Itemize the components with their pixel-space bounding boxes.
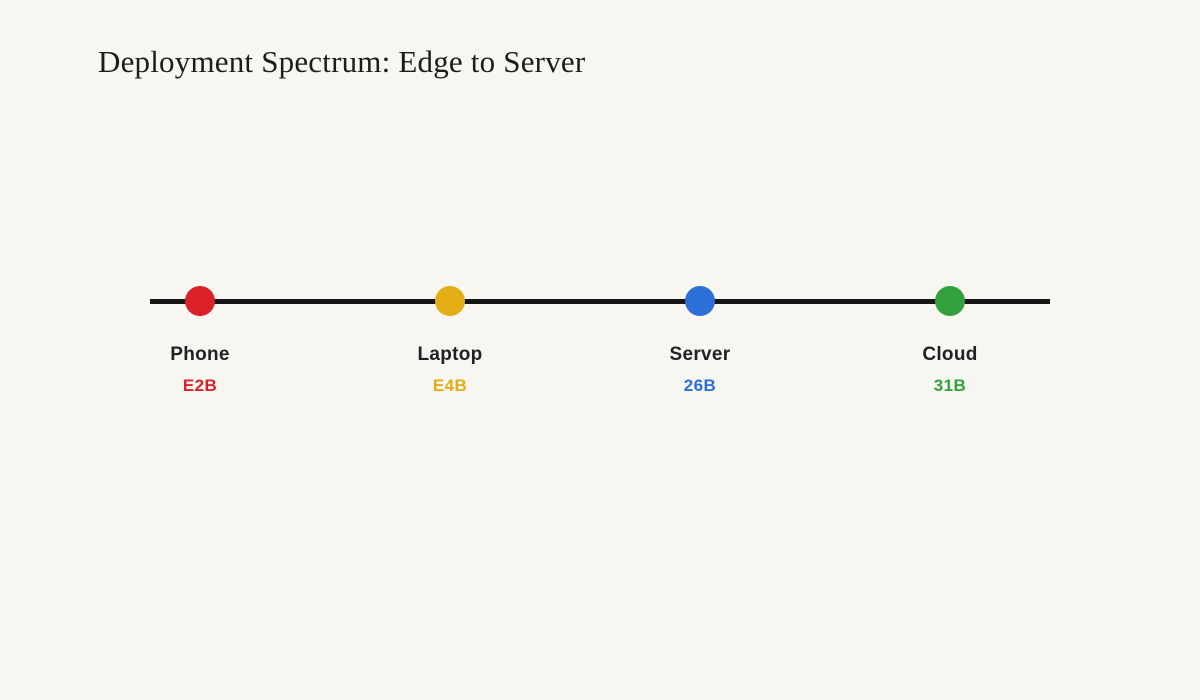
station-dot [435, 286, 465, 316]
spectrum-station: Phone E2B [100, 286, 300, 396]
station-dot [685, 286, 715, 316]
station-dot [185, 286, 215, 316]
station-value: E2B [182, 376, 218, 395]
station-name: Server [669, 344, 731, 365]
station-name: Laptop [417, 344, 483, 365]
spectrum-line [150, 299, 1050, 304]
page-title: Deployment Spectrum: Edge to Server [98, 44, 586, 79]
station-value: 26B [683, 376, 717, 395]
station-name: Phone [170, 344, 230, 365]
station-value: E4B [432, 376, 468, 395]
station-value: 31B [933, 376, 967, 395]
spectrum-station: Cloud 31B [850, 286, 1050, 396]
spectrum-station: Server 26B [600, 286, 800, 396]
station-dot [935, 286, 965, 316]
station-name: Cloud [922, 344, 978, 365]
spectrum-station: Laptop E4B [350, 286, 550, 396]
